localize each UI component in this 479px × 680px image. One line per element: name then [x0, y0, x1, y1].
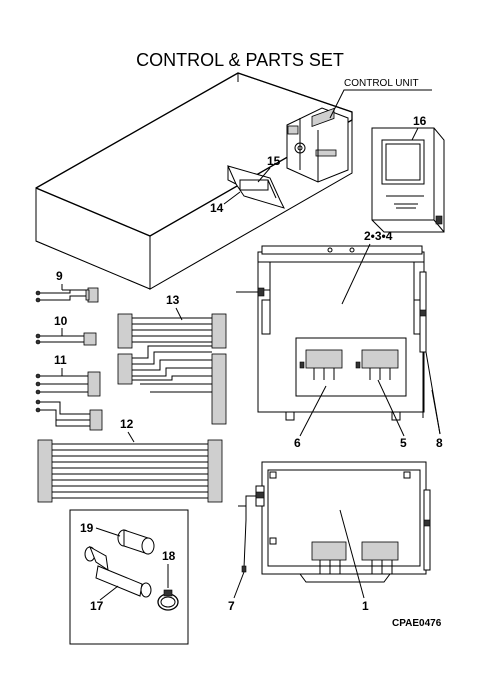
drawing-code: CPAE0476: [392, 618, 442, 629]
part-label-11: 11: [54, 353, 67, 367]
control-box-lower: [238, 461, 431, 583]
harness-10: 10: [35, 314, 97, 346]
part-label-16: 16: [413, 114, 427, 128]
part-label-17: 17: [90, 599, 104, 613]
part-label-18: 18: [162, 549, 176, 563]
part-label-19: 19: [80, 521, 94, 535]
control-unit-leader: [329, 89, 432, 119]
part-label-10: 10: [54, 314, 68, 328]
control-unit-bracket: [286, 107, 349, 183]
control-unit-label: CONTROL UNIT: [344, 78, 419, 89]
part-label-5: 5: [400, 436, 407, 450]
part-label-9: 9: [56, 269, 63, 283]
part-label-1: 1: [362, 599, 369, 613]
harness-13: 13: [117, 293, 227, 425]
control-box-upper: [236, 245, 427, 421]
part-label-13: 13: [166, 293, 180, 307]
part-label-6: 6: [294, 436, 301, 450]
part-label-7: 7: [228, 599, 235, 613]
harness-9: 9: [35, 269, 99, 303]
hose-clamp: [157, 589, 179, 611]
part-label-15: 15: [267, 154, 281, 168]
insulation-sleeve: [117, 529, 155, 555]
harness-12: 12: [37, 417, 223, 503]
harness-11: 11: [35, 353, 103, 431]
diagram-title: CONTROL & PARTS SET: [136, 50, 344, 70]
part-15-bracket: [227, 165, 285, 209]
part-label-12: 12: [120, 417, 134, 431]
part-label-2-3-4: 2•3•4: [364, 229, 393, 243]
drain-hose: [84, 545, 152, 598]
part-label-14: 14: [210, 201, 224, 215]
part-label-8: 8: [436, 436, 443, 450]
remote-controller: [371, 127, 445, 233]
accessory-kit: 19 17 18: [69, 509, 189, 645]
